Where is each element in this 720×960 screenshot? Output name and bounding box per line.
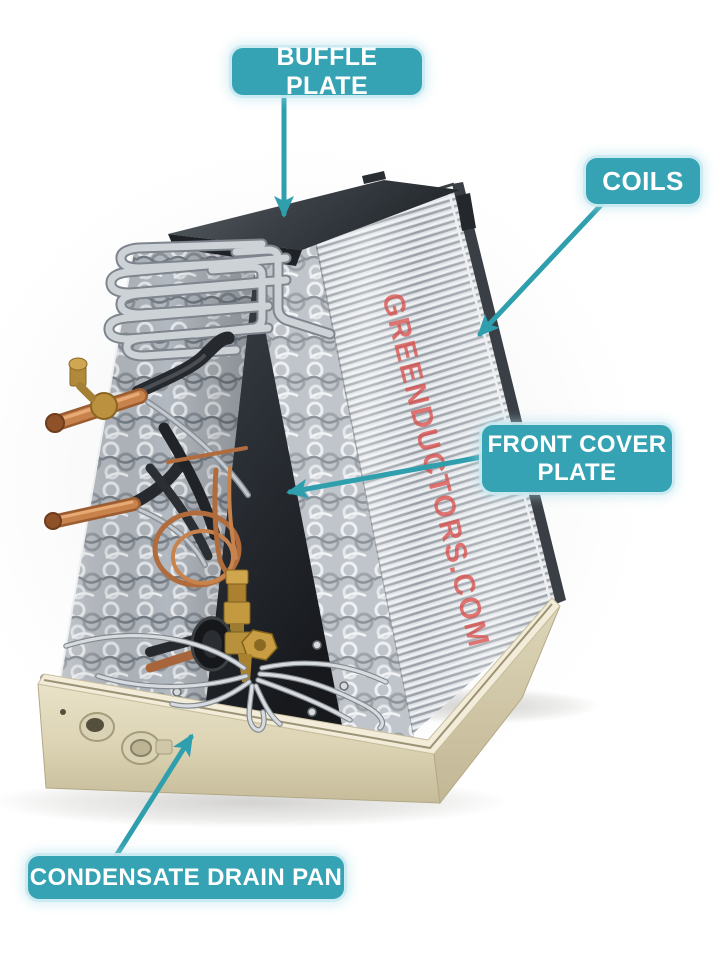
callout-front-cover-plate: FRONT COVER PLATE [482, 425, 672, 492]
callout-arrows [113, 93, 605, 859]
coils-arrow [477, 201, 605, 337]
coil-fins-part [301, 182, 566, 738]
pan-pipe-fitting-2 [121, 731, 173, 765]
front-cover-plate-arrow [286, 454, 485, 499]
callout-condensate-drain-pan: CONDENSATE DRAIN PAN [28, 856, 344, 899]
condensate-drain-pan-arrow [113, 733, 194, 859]
copper-pipe-upper [45, 357, 251, 498]
capillary-fan-tubes [63, 632, 389, 733]
copper-pipe-lower [44, 497, 208, 568]
callout-buffle-plate: BUFFLE PLATE [232, 43, 422, 100]
serpentine-tubes [103, 238, 336, 362]
pan-pipe-fitting-1 [79, 712, 115, 742]
drain-pan-part [37, 597, 561, 805]
coil-tube-bend-band [250, 238, 414, 756]
callout-coils: COILS [586, 158, 700, 204]
brass-nut [90, 392, 118, 420]
